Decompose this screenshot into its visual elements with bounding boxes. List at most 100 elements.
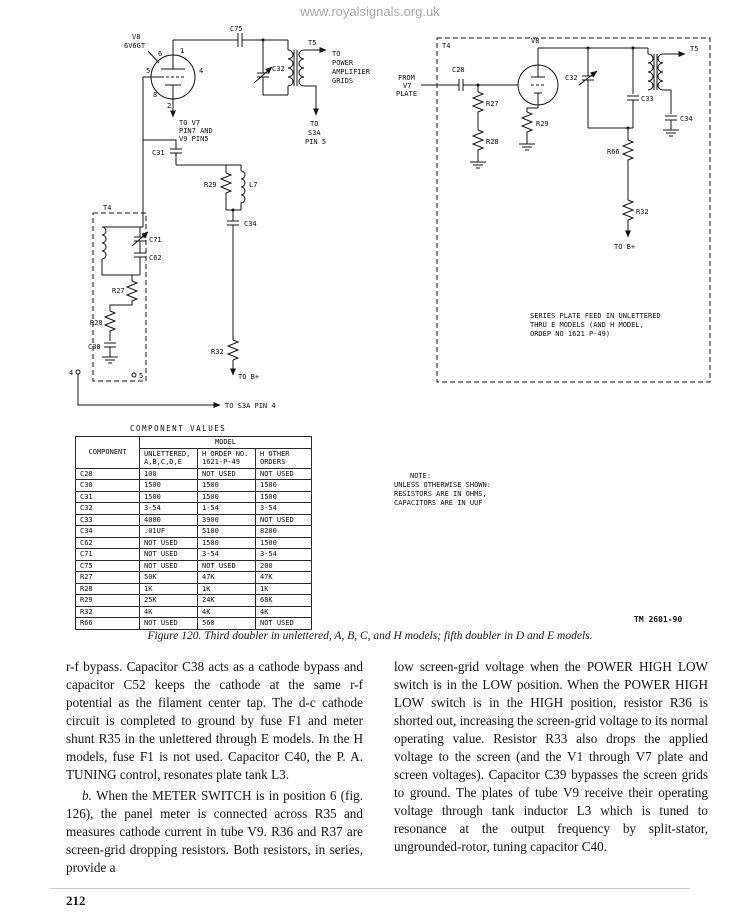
table-row: C31 1500 1500 1500 <box>75 490 312 503</box>
cell-component: R32 <box>75 605 140 618</box>
table-row: C75 NOT USED NOT USED 200 <box>75 559 312 572</box>
cell-component: R29 <box>75 594 140 607</box>
label-r29: R29 <box>536 120 549 128</box>
note: NOTE: UNLESS OTHERWISE SHOWN: RESISTORS … <box>394 472 491 508</box>
cell-h-ordep-value: 1K <box>197 582 256 595</box>
cell-h-ordep-value: 1500 <box>197 479 256 492</box>
table-row: R32 4K 4K 4K <box>75 605 312 618</box>
pin-number: 6 <box>158 50 162 58</box>
cell-unlettered-value: 100 <box>139 467 198 480</box>
cell-unlettered-value: 50K <box>139 571 198 584</box>
capacitor-c75-symbol <box>173 33 288 47</box>
label-v8: V8 <box>132 33 140 41</box>
cell-unlettered-value: .01UF <box>139 525 198 538</box>
label-to-v7: TO V7 <box>179 119 200 127</box>
resistor-r29-symbol <box>176 164 241 210</box>
series-feed-note: THRU E MODELS (AND H MODEL, <box>530 321 644 329</box>
label-c28: C28 <box>452 66 465 74</box>
label-c62: C62 <box>149 254 162 262</box>
cell-h-other-value: 8200 <box>255 525 312 538</box>
label-to-power: AMPLIFIER <box>332 68 371 76</box>
label-to-power: GRIDS <box>332 77 353 85</box>
cell-unlettered-value: NOT USED <box>139 536 198 549</box>
cell-component: C28 <box>75 467 140 480</box>
component-values-table: COMPONENT MODEL UNLETTERED, A,B,C,D,E H … <box>75 436 312 630</box>
label-to-s3a-pin5: TO <box>310 120 318 128</box>
plate-line <box>538 46 648 50</box>
column-header-unlettered: UNLETTERED, A,B,C,D,E <box>139 447 198 469</box>
label-t4: T4 <box>442 42 450 50</box>
resistor-r29-symbol <box>519 107 538 151</box>
screen-bus <box>588 126 633 130</box>
cell-h-ordep-value: 1-54 <box>197 502 256 515</box>
cell-unlettered-value: NOT USED <box>139 548 198 561</box>
note-title: NOTE: <box>410 472 432 480</box>
cell-h-ordep-value: 560 <box>197 617 256 630</box>
capacitor-c28-symbol <box>421 79 518 91</box>
tm-number: TM 2601-90 <box>634 615 683 624</box>
label-to-power: TO <box>332 50 340 58</box>
cell-component: C34 <box>75 525 140 538</box>
paragraph-lead: b. <box>82 788 92 803</box>
cell-h-other-value: 68K <box>255 594 312 607</box>
tube-v8-symbol <box>517 48 559 108</box>
left-schematic: V8 6V6GT 5 6 1 4 8 2 TO V7 PIN7 AND V9 P… <box>69 25 371 410</box>
table-row: C28 100 NOT USED NOT USED <box>75 467 312 480</box>
table-row: C30 1500 1500 1500 <box>75 479 312 492</box>
label-c75: C75 <box>230 25 243 33</box>
to-s3a-pin4-wire <box>77 374 221 408</box>
column-header-h-ordep: H ORDEP NO. 1621-P-49 <box>197 447 256 469</box>
cell-h-other-value: 4K <box>255 605 312 618</box>
tube-v8-symbol <box>143 40 196 118</box>
series-feed-note: ORDEP NO 1621 P-49) <box>530 330 610 338</box>
cell-unlettered-value: 1500 <box>139 490 198 503</box>
paragraph: r-f bypass. Capacitor C38 acts as a cath… <box>66 659 363 782</box>
cell-component: R28 <box>75 582 140 595</box>
note-line: UNLESS OTHERWISE SHOWN: <box>394 481 491 489</box>
label-to-s3a-pin5: PIN 5 <box>305 138 326 146</box>
cell-component: C75 <box>75 559 140 572</box>
pin-number: 5 <box>146 67 150 75</box>
label-c71: C71 <box>149 236 162 244</box>
table-row: R66 NOT USED 560 NOT USED <box>75 617 312 630</box>
label-c34: C34 <box>680 115 693 123</box>
cell-h-ordep-value: 4K <box>197 605 256 618</box>
capacitor-c34-symbol <box>663 89 679 137</box>
cell-unlettered-value: 4000 <box>139 513 198 526</box>
label-c31: C31 <box>152 149 165 157</box>
cell-component: C32 <box>75 502 140 515</box>
capacitor-c33-symbol <box>627 48 639 128</box>
pin-number: 2 <box>167 102 171 110</box>
t4-pin-number: 4 <box>69 369 73 377</box>
label-c30: C30 <box>88 343 101 351</box>
column-header-model: MODEL <box>139 436 312 449</box>
paragraph: b. When the METER SWITCH is in position … <box>66 788 363 875</box>
page-rule <box>50 888 690 889</box>
label-r28: R28 <box>90 319 103 327</box>
capacitor-c31-symbol <box>142 77 182 165</box>
label-to-v7: PIN7 AND <box>179 127 213 135</box>
cell-h-other-value: 47K <box>255 571 312 584</box>
transformer-t4-box <box>75 140 149 382</box>
right-schematic: T4 FROM V7 PLATE C28 R27 R28 V8 R29 <box>396 37 711 383</box>
resistor-r66-symbol <box>621 128 635 200</box>
capacitor-c32-symbol <box>578 48 598 128</box>
label-c32: C32 <box>272 65 285 73</box>
label-r29: R29 <box>204 181 217 189</box>
label-r32: R32 <box>211 348 224 356</box>
table-row: C33 4000 3900 NOT USED <box>75 513 312 526</box>
table-title: COMPONENT VALUES <box>130 424 227 433</box>
cell-h-other-value: 3-54 <box>255 502 312 515</box>
resistor-r27-symbol <box>471 85 485 130</box>
label-to-v7: V9 PIN5 <box>179 135 209 143</box>
cell-h-other-value: 1500 <box>255 490 312 503</box>
capacitor-c34-symbol <box>227 210 239 340</box>
cell-h-other-value: 3-54 <box>255 548 312 561</box>
cell-h-ordep-value: 24K <box>197 594 256 607</box>
column-header-component: COMPONENT <box>75 436 140 469</box>
label-to-s3a-pin5: S3A <box>308 129 321 137</box>
cell-h-ordep-value: 1500 <box>197 536 256 549</box>
cell-unlettered-value: 4K <box>139 605 198 618</box>
cell-h-other-value: NOT USED <box>255 513 312 526</box>
cell-h-other-value: 1K <box>255 582 312 595</box>
